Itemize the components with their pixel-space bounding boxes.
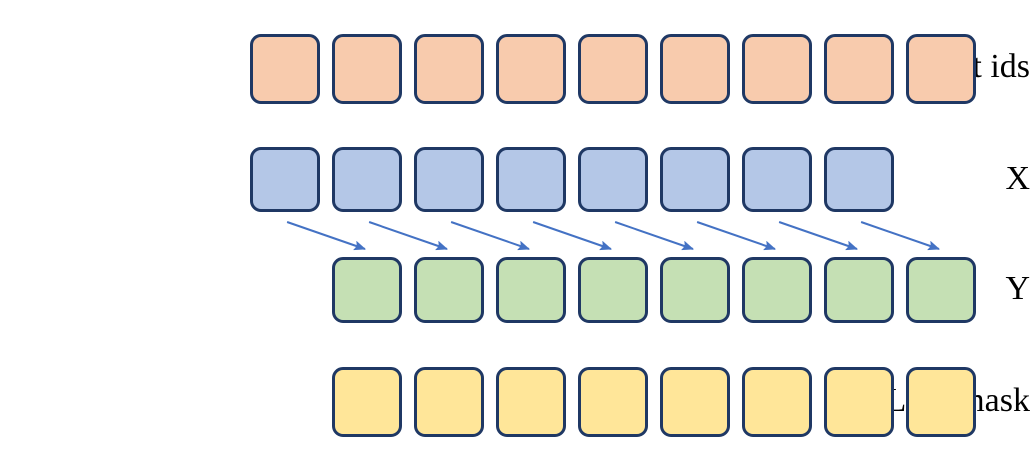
token-cell — [742, 367, 812, 437]
shift-arrow — [450, 221, 531, 251]
token-cell — [906, 367, 976, 437]
token-cell — [906, 34, 976, 104]
shift-arrow — [696, 221, 777, 251]
token-cell — [660, 257, 730, 323]
token-cell — [332, 257, 402, 323]
token-cell — [578, 147, 648, 212]
token-cell — [824, 367, 894, 437]
token-cell — [414, 367, 484, 437]
shift-arrow — [860, 221, 941, 251]
token-cell — [824, 257, 894, 323]
token-cell — [414, 147, 484, 212]
token-cell — [332, 34, 402, 104]
token-cell — [414, 34, 484, 104]
shift-arrow — [368, 221, 449, 251]
token-cell — [824, 34, 894, 104]
token-cell — [250, 34, 320, 104]
token-cell — [496, 147, 566, 212]
token-cell — [496, 257, 566, 323]
token-cell — [250, 147, 320, 212]
token-cell — [660, 367, 730, 437]
token-cell — [742, 147, 812, 212]
token-cell — [332, 367, 402, 437]
token-cell — [660, 34, 730, 104]
token-cell — [496, 367, 566, 437]
shift-arrow — [286, 221, 367, 251]
token-cell — [906, 257, 976, 323]
shift-arrow — [532, 221, 613, 251]
row-label-y: Y — [1005, 270, 1030, 307]
row-label-x: X — [1005, 160, 1030, 197]
shift-arrow — [614, 221, 695, 251]
token-cell — [824, 147, 894, 212]
token-cell — [414, 257, 484, 323]
token-cell — [742, 34, 812, 104]
token-cell — [660, 147, 730, 212]
token-cell — [332, 147, 402, 212]
token-cell — [578, 34, 648, 104]
token-cell — [742, 257, 812, 323]
shift-arrow — [778, 221, 859, 251]
token-cell — [578, 367, 648, 437]
token-cell — [496, 34, 566, 104]
token-cell — [578, 257, 648, 323]
